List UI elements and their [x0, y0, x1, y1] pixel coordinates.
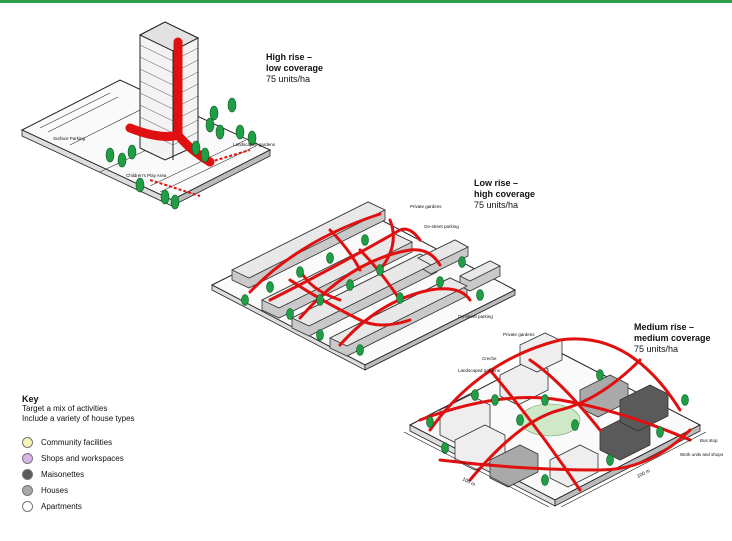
dimension-lines: [403, 431, 707, 508]
top-accent-line: [0, 0, 732, 3]
medium-rise-buildings: [439, 332, 669, 488]
maisonettes-swatch: [22, 469, 33, 480]
community-swatch: [22, 437, 33, 448]
dimension-label-a: 100 m: [461, 476, 476, 488]
surface-parking-label: Surface Parking: [53, 136, 86, 141]
medium-rise-diagram: 100 m 100 m Creche Private gardens Lands…: [403, 332, 724, 508]
key-item-apartments: Apartments: [22, 501, 82, 512]
medium-rise-trees: [426, 369, 689, 486]
on-street-parking-label-2: On-street parking: [458, 314, 493, 319]
private-gardens-label: Private gardens: [410, 204, 442, 209]
key-item-maisonettes: Maisonettes: [22, 469, 84, 480]
apartments-swatch: [22, 501, 33, 512]
low-rise-title: Low rise – high coverage 75 units/ha: [474, 178, 536, 210]
medium-rise-routes: [418, 337, 692, 492]
key-item-houses: Houses: [22, 485, 68, 496]
key-item-shops: Shops and workspaces: [22, 453, 124, 464]
high-rise-diagram: Landscaped gardens Children's Play Area …: [20, 21, 276, 210]
private-gardens-label-2: Private gardens: [503, 332, 535, 337]
low-rise-diagram: Private gardens On-street parking On-str…: [210, 201, 517, 371]
creche-label: Creche: [482, 356, 497, 361]
on-street-parking-label: On-street parking: [424, 224, 459, 229]
low-rise-trees: [241, 234, 484, 356]
high-rise-trees: [105, 97, 257, 210]
key-legend: Key Target a mix of activities Include a…: [22, 394, 135, 424]
tower-roof: [138, 21, 200, 52]
key-line-2: Include a variety of house types: [22, 414, 135, 423]
medium-rise-title: Medium rise – medium coverage 75 units/h…: [634, 322, 711, 354]
bus-stop-label: Bus stop: [700, 438, 718, 443]
landscaped-gardens-label: Landscaped gardens: [233, 142, 276, 147]
key-line-1: Target a mix of activities: [22, 404, 108, 413]
childrens-play-label: Children's Play Area: [126, 173, 167, 178]
landscaped-gardens-label-2: Landscaped gardens: [458, 368, 501, 373]
work-units-label: Work units and shops: [680, 452, 724, 457]
dimension-label-b: 100 m: [636, 468, 651, 480]
shops-swatch: [22, 453, 33, 464]
key-heading: Key: [22, 394, 39, 404]
key-item-community: Community facilities: [22, 437, 112, 448]
houses-swatch: [22, 485, 33, 496]
high-rise-title: High rise – low coverage 75 units/ha: [266, 52, 324, 84]
tower-floors: [139, 44, 199, 146]
